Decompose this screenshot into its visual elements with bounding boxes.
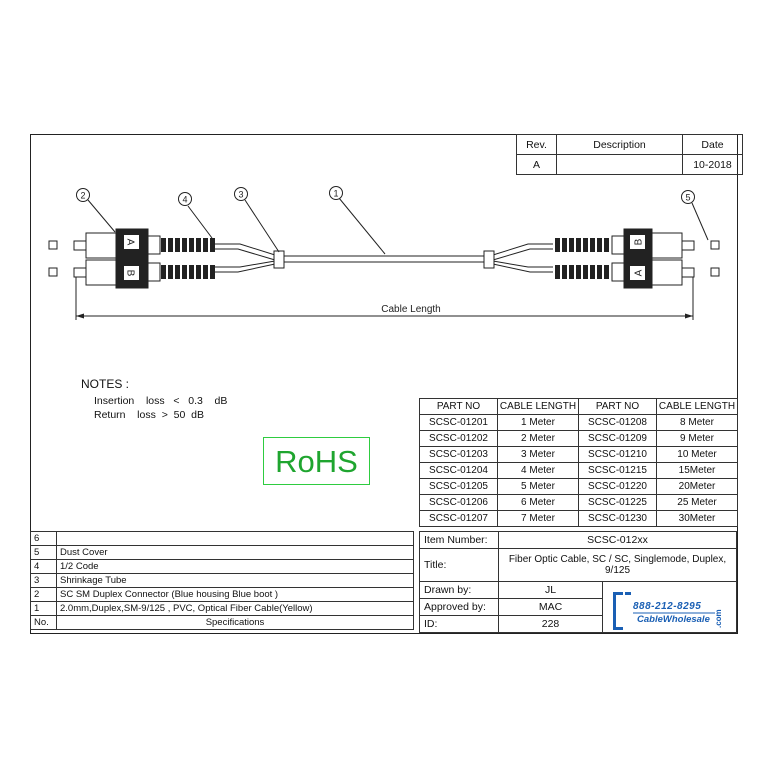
title-value: Fiber Optic Cable, SC / SC, Singlemode, … (498, 548, 737, 582)
spec-text: 2.0mm,Duplex,SM-9/125 , PVC, Optical Fib… (56, 601, 414, 616)
cable-length: 5 Meter (497, 478, 579, 495)
parts-header-length-1: CABLE LENGTH (497, 398, 579, 415)
item-number-value: SCSC-012xx (498, 531, 737, 549)
note-insertion-loss: Insertion loss < 0.3 dB (94, 395, 228, 407)
spec-text: Dust Cover (56, 545, 414, 560)
cable-length: 9 Meter (656, 430, 738, 447)
spec-number: 5 (30, 545, 57, 560)
part-number: SCSC-01206 (419, 494, 498, 511)
notes-heading: NOTES : (81, 377, 130, 391)
title-block: Item Number: SCSC-012xx Title: Fiber Opt… (419, 531, 737, 633)
logo-phone: 888-212-8295 (633, 601, 702, 612)
spec-number: 1 (30, 601, 57, 616)
spec-text (56, 531, 414, 546)
spec-text: 1/2 Code (56, 559, 414, 574)
part-number: SCSC-01215 (578, 462, 657, 479)
logo-suffix: .com (714, 609, 723, 628)
id-label: ID: (419, 615, 499, 633)
spec-number: 4 (30, 559, 57, 574)
part-number: SCSC-01209 (578, 430, 657, 447)
cable-length: 2 Meter (497, 430, 579, 447)
part-number: SCSC-01205 (419, 478, 498, 495)
specifications-header: Specifications (56, 615, 414, 630)
drawn-by-label: Drawn by: (419, 581, 499, 599)
part-number: SCSC-01208 (578, 414, 657, 431)
part-number: SCSC-01201 (419, 414, 498, 431)
drawing-frame (30, 134, 738, 634)
date-header: Date (682, 134, 743, 155)
rev-header: Rev. (516, 134, 557, 155)
parts-header-row: PART NO CABLE LENGTH PART NO CABLE LENGT… (419, 398, 738, 415)
spec-text: Shrinkage Tube (56, 573, 414, 588)
revision-block: Rev. Description Date A 10-2018 (516, 134, 743, 175)
table-row: 6 (30, 531, 414, 546)
part-number: SCSC-01202 (419, 430, 498, 447)
no-header: No. (30, 615, 57, 630)
part-number: SCSC-01210 (578, 446, 657, 463)
parts-table: PART NO CABLE LENGTH PART NO CABLE LENGT… (419, 398, 738, 527)
notes: NOTES : Insertion loss < 0.3 dB Return l… (81, 377, 227, 422)
approved-by-label: Approved by: (419, 598, 499, 616)
part-number: SCSC-01220 (578, 478, 657, 495)
note-return-loss: Return loss > 50 dB (94, 409, 205, 421)
spec-number: 6 (30, 531, 57, 546)
cable-length: 10 Meter (656, 446, 738, 463)
cablewholesale-logo (613, 592, 715, 630)
cable-length: 3 Meter (497, 446, 579, 463)
cable-length: 20Meter (656, 478, 738, 495)
approved-by-value: MAC (498, 598, 603, 616)
part-number: SCSC-01225 (578, 494, 657, 511)
rohs-badge: RoHS (263, 437, 370, 485)
part-number: SCSC-01204 (419, 462, 498, 479)
logo-brand: CableWholesale (637, 614, 710, 625)
spec-number: 2 (30, 587, 57, 602)
date-value: 10-2018 (682, 154, 743, 175)
spec-number: 3 (30, 573, 57, 588)
part-number: SCSC-01203 (419, 446, 498, 463)
logo-cell (602, 581, 737, 633)
parts-header-partno-1: PART NO (419, 398, 498, 415)
cable-length: 30Meter (656, 510, 738, 527)
item-number-label: Item Number: (419, 531, 499, 549)
rev-value: A (516, 154, 557, 175)
spec-text: SC SM Duplex Connector (Blue housing Blu… (56, 587, 414, 602)
id-value: 228 (498, 615, 603, 633)
parts-header-length-2: CABLE LENGTH (656, 398, 738, 415)
cable-length: 25 Meter (656, 494, 738, 511)
cable-length: 4 Meter (497, 462, 579, 479)
cable-length: 8 Meter (656, 414, 738, 431)
part-number: SCSC-01230 (578, 510, 657, 527)
description-header: Description (556, 134, 683, 155)
part-number: SCSC-01207 (419, 510, 498, 527)
parts-header-partno-2: PART NO (578, 398, 657, 415)
cable-length: 1 Meter (497, 414, 579, 431)
description-value (556, 154, 683, 175)
drawn-by-value: JL (498, 581, 603, 599)
specs-footer-row: No.Specifications (30, 615, 414, 630)
cable-length: 7 Meter (497, 510, 579, 527)
cable-length: 15Meter (656, 462, 738, 479)
cable-length: 6 Meter (497, 494, 579, 511)
title-label: Title: (419, 548, 499, 582)
